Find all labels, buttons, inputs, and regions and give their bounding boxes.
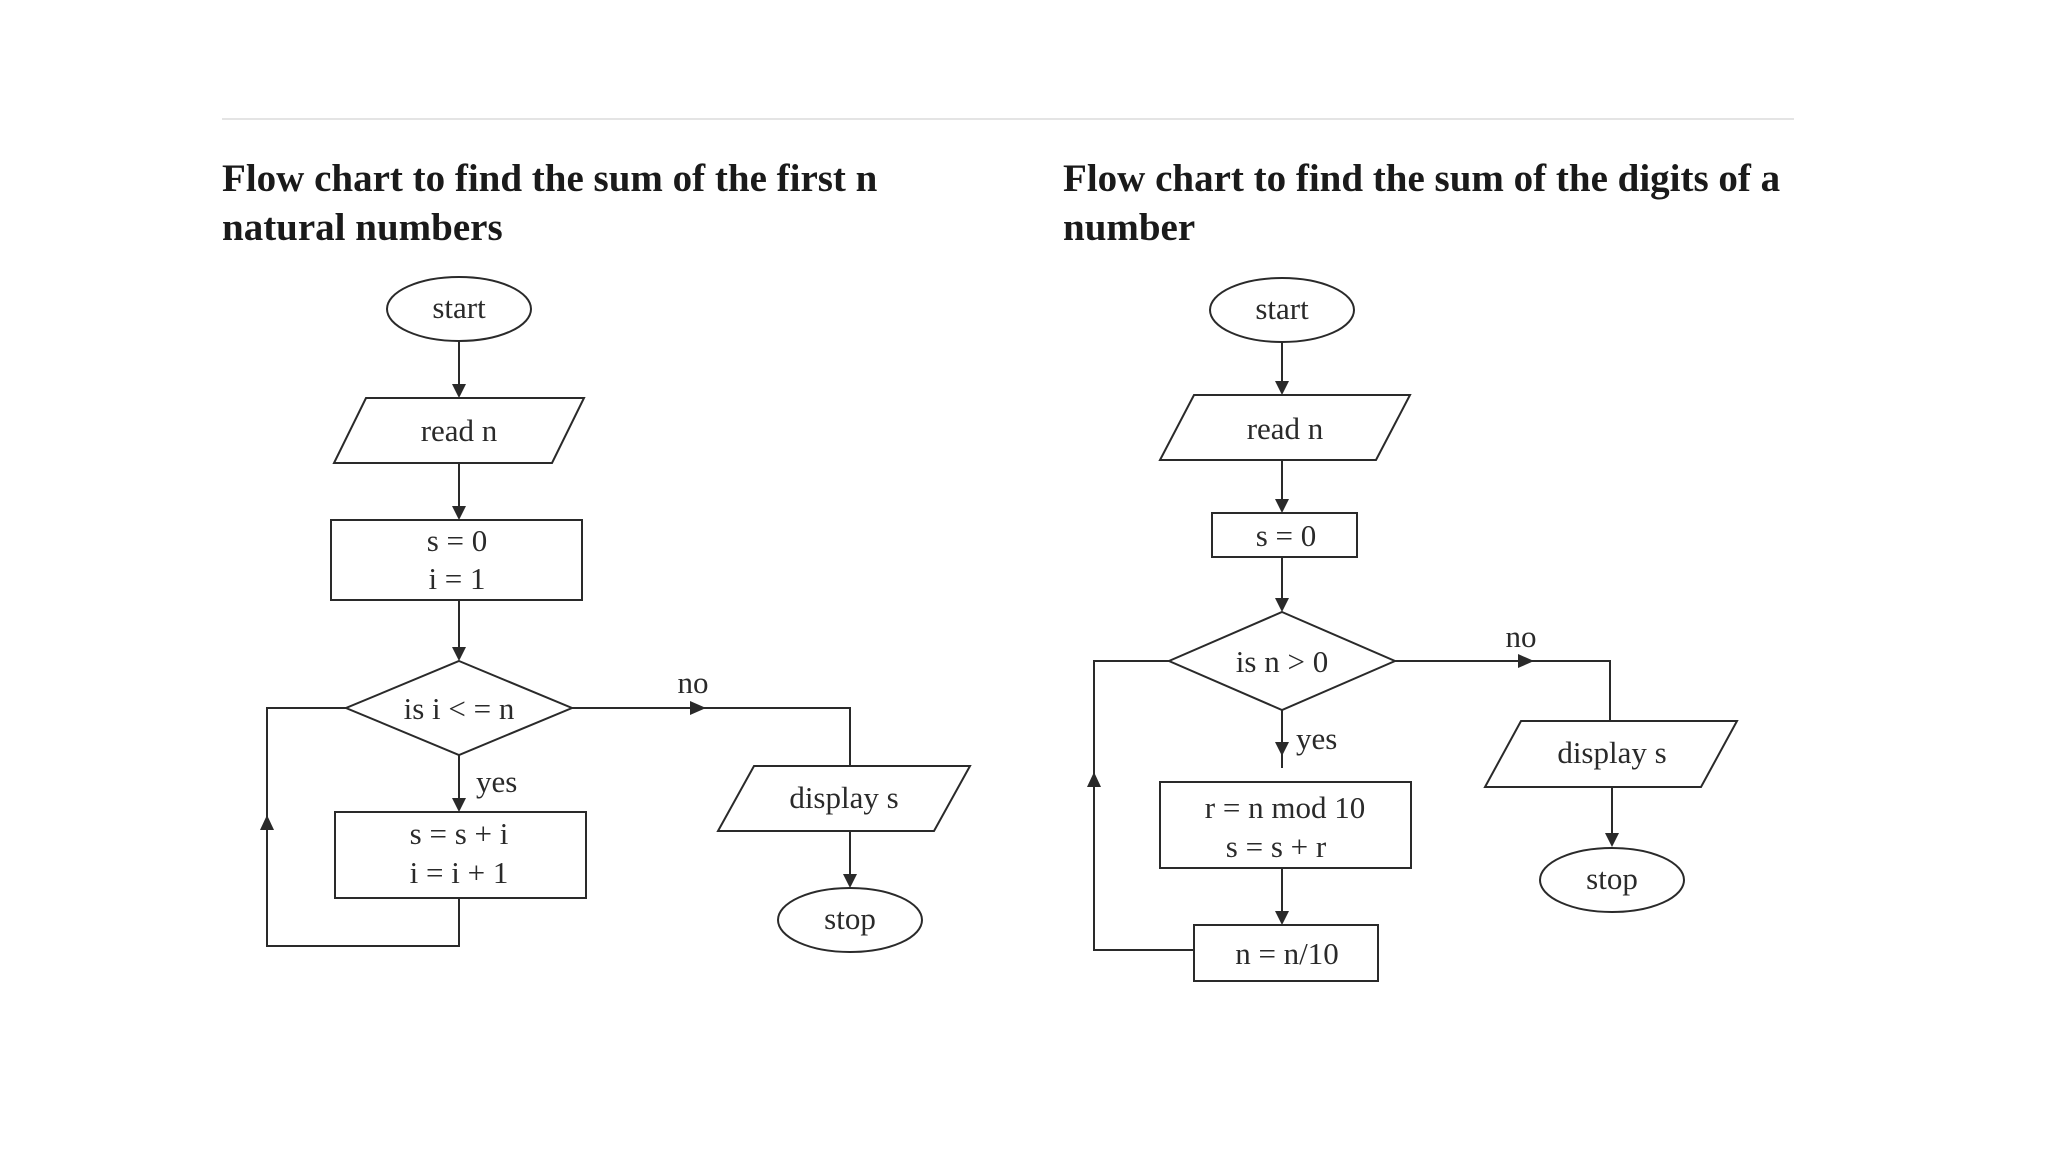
- right-stop-label: stop: [1586, 861, 1638, 896]
- left-init-process: [330, 519, 583, 601]
- left-yes-label: yes: [476, 764, 517, 799]
- left-arrowhead-yes: [452, 798, 466, 812]
- left-stop-label: stop: [824, 901, 876, 936]
- right-chart-title: Flow chart to find the sum of the digits…: [1063, 157, 1781, 249]
- right-no-arrowhead: [1518, 654, 1534, 668]
- left-display-output: [716, 765, 972, 832]
- left-chart-title: Flow chart to find the sum of the first …: [222, 157, 878, 249]
- left-read-label: read n: [421, 413, 498, 448]
- right-arrowhead-divide: [1275, 911, 1289, 925]
- left-start-label: start: [432, 290, 486, 325]
- right-loop-arrowhead: [1087, 772, 1101, 787]
- left-init-line2: i = 1: [428, 561, 485, 596]
- right-edge-no: [1395, 660, 1611, 720]
- left-arrowhead-decision: [452, 647, 466, 661]
- right-arrowhead-decision: [1275, 598, 1289, 612]
- left-flowchart: start read n s = 0 i = 1 is i < = n yes: [260, 276, 972, 953]
- right-body-process: [1159, 781, 1412, 869]
- right-init-process: [1211, 512, 1358, 558]
- left-display-label: display s: [789, 780, 898, 815]
- right-no-label: no: [1506, 619, 1537, 654]
- left-body-line2: i = i + 1: [410, 855, 509, 890]
- right-body-line2: s = s + r: [1226, 829, 1327, 864]
- left-loop-arrowhead: [260, 815, 274, 830]
- right-display-output: [1483, 720, 1739, 788]
- right-decision-label: is n > 0: [1236, 644, 1328, 679]
- right-divide-label: n = n/10: [1235, 936, 1339, 971]
- left-no-arrowhead: [690, 701, 706, 715]
- left-body-process: [334, 811, 587, 899]
- right-display-label: display s: [1557, 735, 1666, 770]
- right-body-line1: r = n mod 10: [1205, 790, 1365, 825]
- left-read-input: [332, 397, 586, 464]
- left-init-line1: s = 0: [427, 523, 488, 558]
- right-arrowhead-init: [1275, 499, 1289, 513]
- right-arrowhead-read: [1275, 381, 1289, 395]
- left-stop-terminal: [777, 887, 923, 953]
- left-arrowhead-read: [452, 384, 466, 398]
- right-yes-label: yes: [1296, 721, 1337, 756]
- right-stop-terminal: [1539, 847, 1685, 913]
- right-start-label: start: [1255, 291, 1309, 326]
- top-divider: [222, 118, 1794, 120]
- right-flowchart: start read n s = 0 is n > 0 yes r = n mo…: [1087, 277, 1739, 982]
- right-loop-back-edge: [1093, 660, 1194, 951]
- left-arrowhead-stop: [843, 874, 857, 888]
- left-decision-label: is i < = n: [404, 691, 515, 726]
- right-read-label: read n: [1247, 411, 1324, 446]
- right-arrowhead-stop: [1605, 833, 1619, 847]
- right-init-label: s = 0: [1256, 518, 1317, 553]
- left-edge-no: [572, 707, 851, 765]
- right-arrowhead-yes: [1275, 742, 1289, 756]
- left-loop-back-edge: [266, 707, 460, 947]
- left-arrowhead-init: [452, 506, 466, 520]
- right-read-input: [1158, 394, 1412, 461]
- left-no-label: no: [678, 665, 709, 700]
- left-body-line1: s = s + i: [410, 816, 509, 851]
- right-divide-process: [1193, 924, 1379, 982]
